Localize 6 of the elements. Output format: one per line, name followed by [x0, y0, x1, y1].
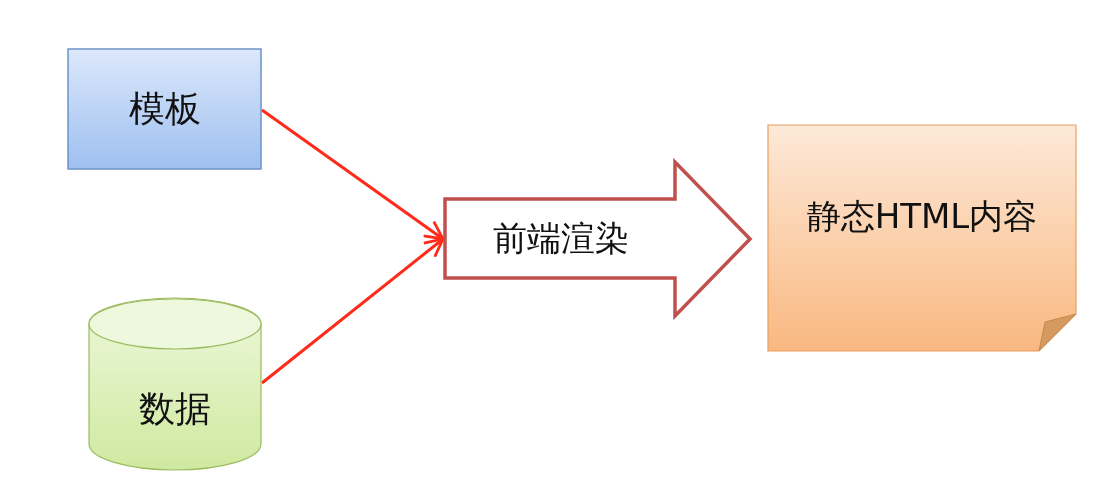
arrow	[261, 108, 445, 241]
note-box: 静态HTML内容	[767, 124, 1077, 352]
database-cylinder: 数据	[88, 298, 262, 470]
arrow	[261, 237, 445, 385]
block-arrow: 前端渲染	[443, 160, 752, 318]
process-box: 模板	[67, 48, 262, 170]
